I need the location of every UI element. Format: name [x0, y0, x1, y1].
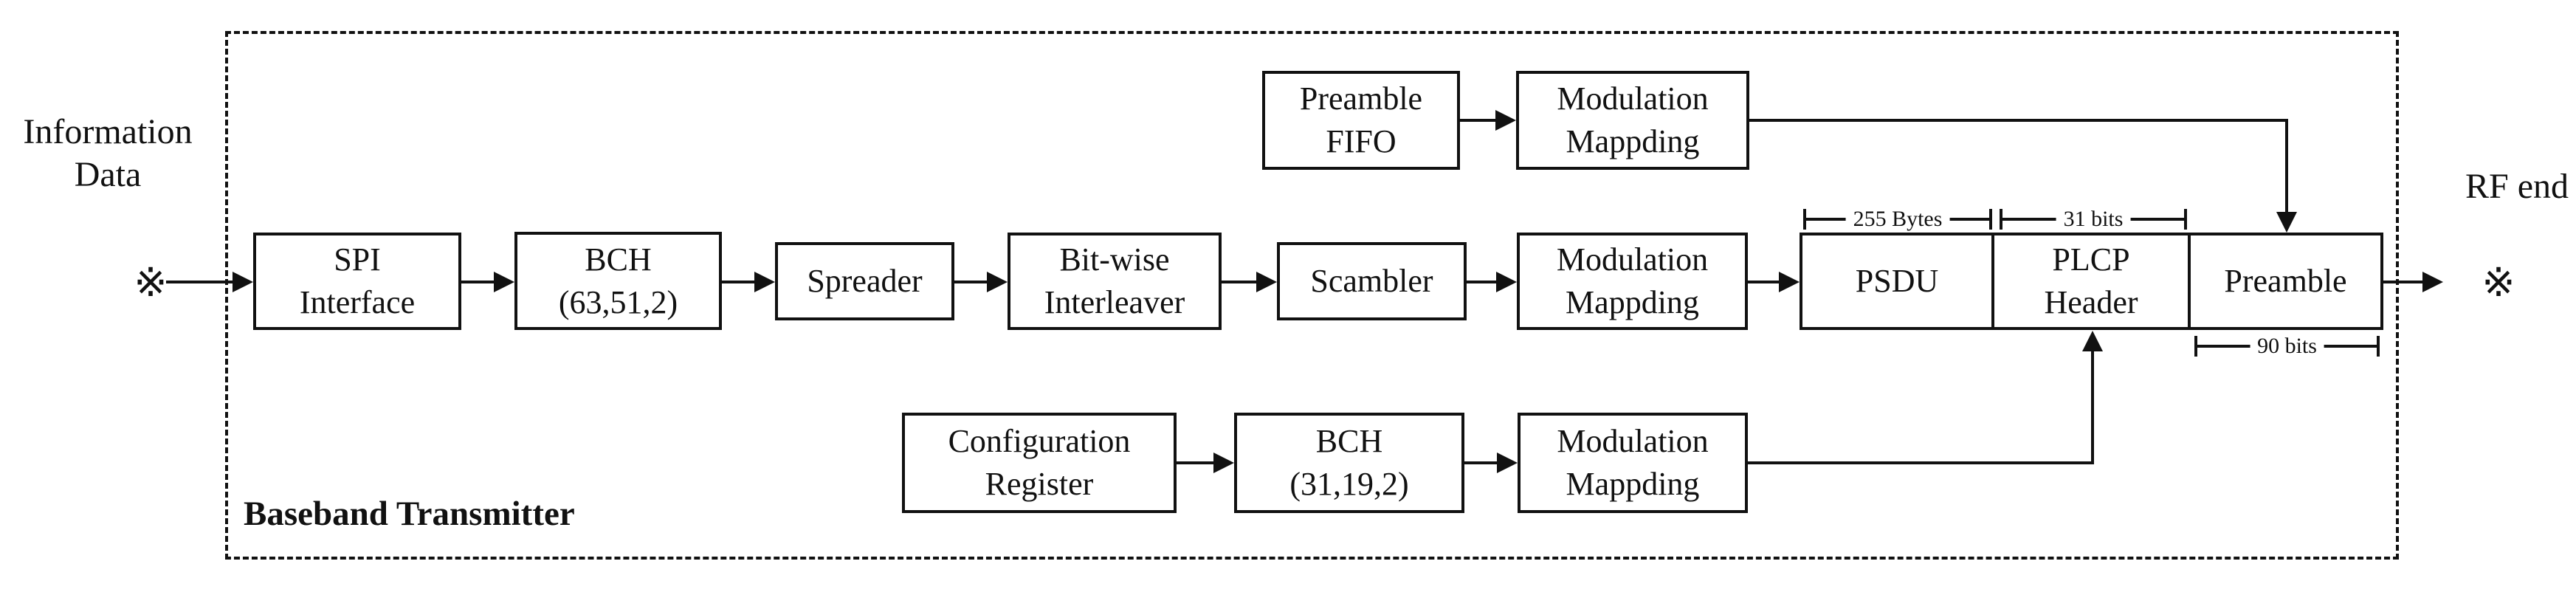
block-modulation-mappding-middle: Modulation Mappding [1517, 233, 1748, 330]
block-bch-63-51-2: BCH (63,51,2) [514, 232, 722, 330]
block-bitwise-interleaver: Bit-wise Interleaver [1008, 233, 1222, 330]
connector-modmap-bottom-elbow-v [2091, 350, 2094, 464]
block-label-line: Interleaver [1044, 284, 1185, 320]
connector-modmap-top-elbow-h [1749, 119, 2288, 122]
arrowhead-bch63-to-spreader [754, 272, 775, 292]
block-label-line: Modulation [1557, 80, 1709, 117]
block-label-line: Mappding [1566, 123, 1700, 159]
arrowhead-spreader-to-interleaver [987, 272, 1008, 292]
connector-modmap-top-elbow-v [2285, 119, 2288, 213]
block-label-line: SPI [334, 241, 381, 278]
block-modulation-mappding-top: Modulation Mappding [1516, 71, 1749, 170]
arrowhead-bch31-to-modmap-bottom [1497, 453, 1518, 473]
block-label-line: Modulation [1556, 241, 1709, 278]
arrowhead-into-plcp-header [2082, 331, 2103, 351]
block-label-line: Mappding [1566, 284, 1699, 320]
block-label-line: PSDU [1855, 263, 1939, 299]
baseband-transmitter-boundary [225, 31, 2399, 560]
connector-scambler-to-modmap [1467, 281, 1499, 283]
connector-bch63-to-spreader [722, 281, 757, 283]
output-reference-mark-icon: ※ [2482, 259, 2515, 306]
block-label-line: (63,51,2) [558, 283, 678, 320]
arrowhead-config-to-bch31 [1213, 453, 1234, 473]
block-label-line: (31,19,2) [1289, 466, 1409, 502]
arrowhead-preamble-to-output [2422, 272, 2443, 292]
connector-bch31-to-modmap-bottom [1464, 461, 1500, 464]
ruler-psdu-width: 255 Bytes [1803, 208, 1992, 230]
ruler-label-31-bits: 31 bits [2056, 208, 2131, 230]
block-preamble-fifo: Preamble FIFO [1262, 71, 1460, 170]
information-data-line1: Information [23, 112, 193, 151]
rf-end-label: RF end [2465, 167, 2569, 206]
connector-fifo-to-modmap-top [1460, 119, 1498, 122]
arrowhead-interleaver-to-scambler [1256, 272, 1277, 292]
connector-spi-to-bch63 [461, 281, 497, 283]
block-label-line: Configuration [948, 423, 1131, 459]
block-label-line: BCH [585, 241, 652, 278]
block-spreader: Spreader [775, 242, 954, 320]
arrowhead-spi-to-bch63 [494, 272, 514, 292]
ruler-label-90-bits: 90 bits [2250, 335, 2324, 357]
block-spi-interface: SPI Interface [253, 233, 461, 330]
baseband-transmitter-title: Baseband Transmitter [244, 495, 575, 533]
ruler-label-255-bytes: 255 Bytes [1845, 208, 1950, 230]
block-bch-31-19-2: BCH (31,19,2) [1234, 413, 1464, 513]
arrowhead-into-preamble [2276, 212, 2297, 233]
block-plcp-header: PLCP Header [1991, 233, 2191, 330]
arrowhead-modmap-to-psdu [1779, 272, 1800, 292]
block-label-line: Mappding [1566, 466, 1700, 502]
block-label-line: Interface [299, 284, 416, 320]
connector-preamble-to-output [2383, 281, 2425, 283]
block-label-line: Preamble [2224, 263, 2347, 299]
block-label-line: Modulation [1557, 423, 1709, 459]
connector-input-to-spi [166, 281, 236, 283]
arrowhead-fifo-to-modmap-top [1495, 110, 1516, 131]
block-label-line: Bit-wise [1059, 241, 1170, 278]
block-label-line: Scambler [1310, 263, 1433, 299]
block-label-line: PLCP [2052, 241, 2130, 278]
information-data-label: Information Data [11, 111, 204, 196]
connector-spreader-to-interleaver [954, 281, 990, 283]
arrowhead-input-to-spi [233, 272, 253, 292]
block-preamble: Preamble [2188, 233, 2383, 330]
block-label-line: Register [985, 466, 1094, 502]
ruler-plcp-width: 31 bits [2000, 208, 2187, 230]
input-reference-mark-icon: ※ [134, 259, 168, 306]
block-label-line: Header [2044, 284, 2138, 320]
connector-modmap-bottom-elbow-h [1748, 461, 2094, 464]
ruler-preamble-width: 90 bits [2194, 335, 2380, 357]
connector-modmap-to-psdu [1748, 281, 1782, 283]
block-scambler: Scambler [1277, 242, 1467, 320]
connector-interleaver-to-scambler [1222, 281, 1259, 283]
arrowhead-scambler-to-modmap [1496, 272, 1517, 292]
block-psdu: PSDU [1800, 233, 1994, 330]
block-configuration-register: Configuration Register [902, 413, 1177, 513]
block-label-line: FIFO [1326, 123, 1397, 159]
block-label-line: Preamble [1299, 80, 1423, 117]
connector-config-to-bch31 [1177, 461, 1216, 464]
information-data-line2: Data [74, 155, 142, 194]
block-label-line: Spreader [807, 263, 923, 299]
block-modulation-mappding-bottom: Modulation Mappding [1518, 413, 1748, 513]
block-label-line: BCH [1315, 423, 1383, 459]
